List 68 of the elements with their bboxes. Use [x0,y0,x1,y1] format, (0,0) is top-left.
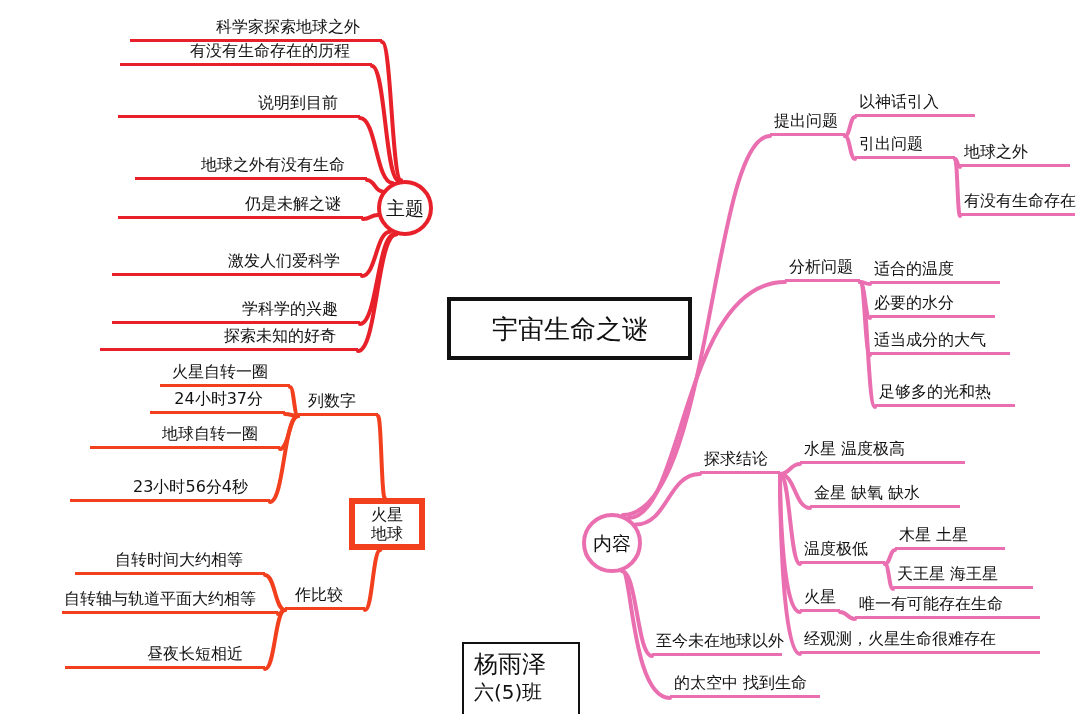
branch-line [633,472,702,527]
branch-line [620,569,654,658]
branch-label: 引出问题 [855,135,955,159]
branch-line [370,64,401,183]
branch-label: 激发人们爱科学 [112,252,362,276]
topic-circle: 主题 [377,180,433,236]
branch-label: 水星 温度极高 [800,440,965,464]
title-box: 宇宙生命之谜 [447,297,692,360]
branch-label: 以神话引入 [855,93,975,117]
branch-label: 昼夜长短相近 [65,645,265,669]
branch-label: 科学家探索地球之外 [130,18,382,42]
branch-line [361,213,380,221]
branch-line [268,414,300,504]
branch-line [365,178,385,194]
branch-line [953,157,962,218]
branch-label: 地球之外有没有生命 [135,156,367,180]
branch-label: 适合的温度 [870,260,1000,284]
branch-label: 提出问题 [770,112,845,136]
branch-label: 自转轴与轨道平面大约相等 [62,590,278,614]
branch-label: 列数字 [298,392,378,416]
branch-label: 有没有生命存在 [960,192,1075,216]
author-name: 杨雨泽 [474,650,546,678]
class-name: 六(5)班 [474,679,543,706]
branch-label: 火星自转一圈 [160,363,290,387]
branch-label: 天王星 海王星 [893,565,1033,589]
branch-line [360,229,392,278]
branch-label: 适当成分的大气 [870,331,1010,355]
branch-label: 金星 缺氧 缺水 [810,484,960,508]
branch-label: 火星 [800,588,840,612]
branch-line [376,414,387,500]
branch-label: 自转时间大约相等 [75,551,265,575]
branch-line [858,280,872,320]
branch-label: 有没有生命存在的历程 [120,42,372,66]
branch-label: 地球之外 [960,143,1070,167]
branch-label: 至今未在地球以外 [652,632,782,656]
branch-line [356,232,399,353]
branch-label: 足够多的光和热 [875,383,1015,407]
branch-line [263,573,287,612]
branch-line [380,40,404,183]
branch-label: 作比较 [285,586,365,610]
branch-line [858,280,877,409]
branch-label: 探索未知的好奇 [100,327,358,351]
branch-label: 24小时37分 [150,390,285,414]
branch-label: 仍是未解之谜 [118,195,363,219]
branch-line [838,610,857,621]
branch-label: 经观测，火星生命很难存在 [800,630,1040,654]
branch-line [843,134,857,161]
branch-line [883,562,895,591]
branch-label: 必要的水分 [870,294,995,318]
branch-label: 温度极低 [800,540,885,564]
branch-line [626,280,787,520]
branch-label: 唯一有可能存在生命 [855,595,1040,619]
branch-label: 分析问题 [785,258,860,282]
branch-label: 的太空中 找到生命 [670,674,820,698]
branch-line [358,116,395,185]
topic-box: 火星地球 [349,498,425,550]
branch-label: 说明到目前 [118,94,360,118]
branch-line [843,115,857,138]
branch-label: 探求结论 [700,450,780,474]
branch-label: 木星 土星 [895,526,1005,550]
branch-line [620,134,772,517]
topic-circle: 内容 [582,513,642,573]
branch-line [263,608,287,671]
branch-label: 23小时56分4秒 [70,478,270,502]
branch-line [883,548,897,566]
branch-label: 学科学的兴趣 [112,300,360,324]
branch-label: 地球自转一圈 [90,425,280,449]
branch-line [363,548,383,612]
